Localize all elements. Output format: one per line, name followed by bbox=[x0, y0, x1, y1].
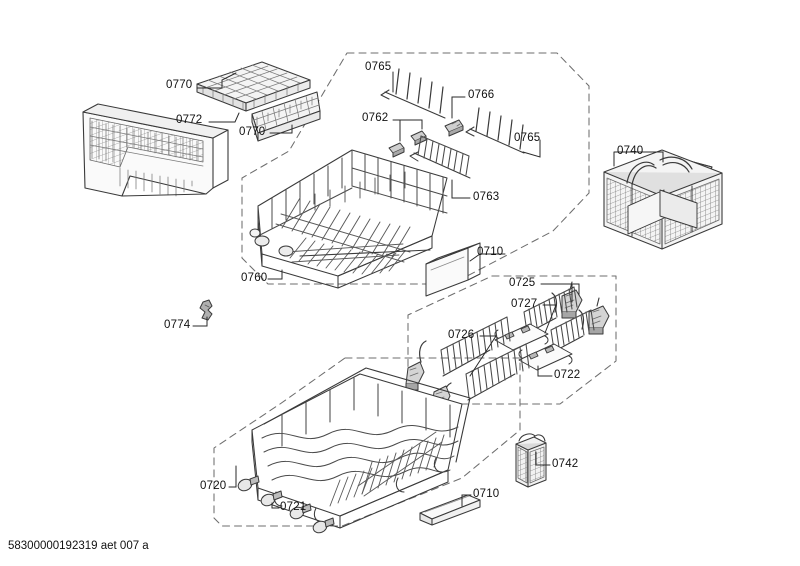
part-0710-rack-panel-upper bbox=[425, 242, 481, 297]
part-connector-block-a bbox=[405, 361, 425, 391]
callout-0772: 0772 bbox=[176, 114, 203, 126]
callout-0770-lower: 0770 bbox=[239, 126, 266, 138]
callout-0765-right: 0765 bbox=[514, 132, 541, 144]
callout-0721: 0721 bbox=[280, 501, 307, 513]
callout-0740: 0740 bbox=[617, 145, 644, 157]
part-0765-tine-row-right bbox=[465, 107, 525, 154]
part-0770-folding-rack-lower bbox=[251, 91, 321, 142]
callout-0725: 0725 bbox=[509, 277, 536, 289]
callout-0774: 0774 bbox=[164, 319, 191, 331]
part-0710-rack-panel-lower bbox=[419, 494, 481, 526]
part-0727-tine-row-a bbox=[523, 286, 578, 335]
part-0721-rollers bbox=[237, 475, 335, 534]
leader-lines bbox=[192, 71, 664, 509]
callout-0765-left: 0765 bbox=[365, 61, 392, 73]
part-0766-clip bbox=[444, 119, 464, 137]
callout-0760: 0760 bbox=[241, 272, 268, 284]
part-0742-small-basket bbox=[515, 433, 547, 488]
dashed-region-lower-basket bbox=[213, 357, 521, 527]
part-0722-retainer-plate-b bbox=[518, 343, 573, 371]
part-0726-tine-row-b bbox=[465, 343, 530, 401]
callout-0766: 0766 bbox=[468, 89, 495, 101]
part-0763-tine-insert bbox=[409, 135, 471, 179]
callout-0727: 0727 bbox=[511, 298, 538, 310]
callout-0770-upper: 0770 bbox=[166, 79, 193, 91]
callout-0710-lower: 0710 bbox=[473, 488, 500, 500]
part-0772-cutlery-tray bbox=[82, 103, 229, 197]
dashed-region-lower-rack bbox=[407, 275, 617, 405]
callout-0710-upper: 0710 bbox=[477, 246, 504, 258]
part-0774-bracket bbox=[199, 299, 213, 321]
callout-0720: 0720 bbox=[200, 480, 227, 492]
document-footer-code: 58300000192319 aet 007 a bbox=[8, 540, 149, 552]
part-0726-tine-row-a bbox=[440, 316, 511, 377]
callout-0763: 0763 bbox=[473, 191, 500, 203]
callout-0762: 0762 bbox=[362, 112, 389, 124]
part-0762-clip-pair bbox=[388, 130, 427, 158]
callout-0722: 0722 bbox=[554, 369, 581, 381]
callout-0742: 0742 bbox=[552, 458, 579, 470]
part-0765-tine-row-left bbox=[380, 68, 446, 119]
part-0740-cutlery-basket bbox=[603, 149, 723, 250]
part-0725-end-cap-b bbox=[588, 297, 610, 335]
part-0770-folding-rack-upper bbox=[196, 61, 311, 112]
callout-0726: 0726 bbox=[448, 329, 475, 341]
part-0760-upper-basket bbox=[249, 149, 448, 289]
